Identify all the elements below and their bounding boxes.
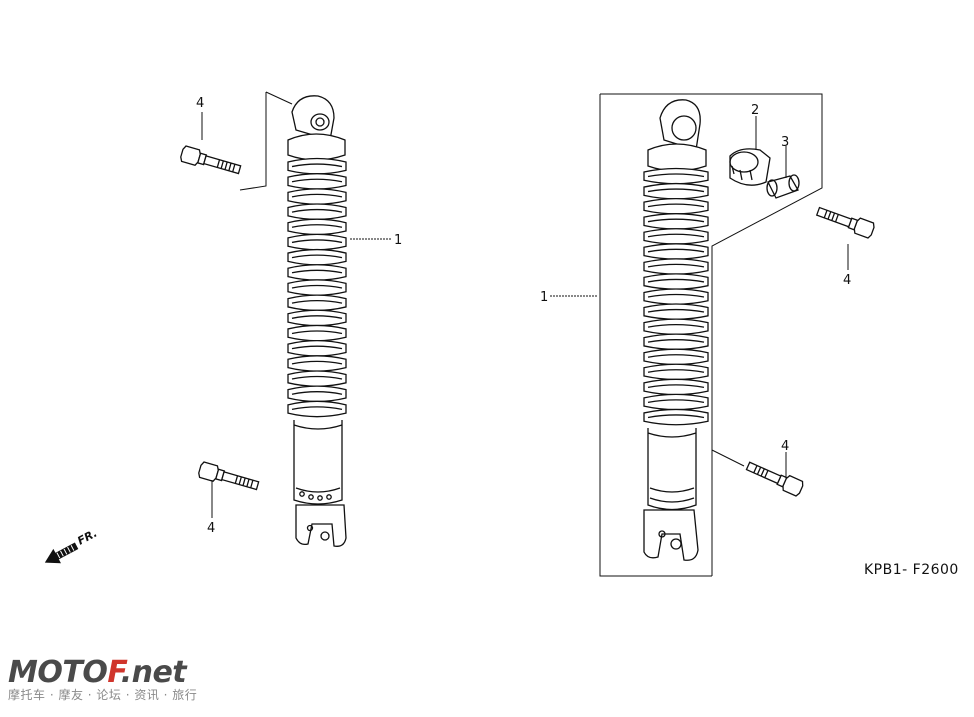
spring-coil-shade [292, 316, 342, 319]
spring-coil [644, 289, 708, 304]
motof-logo: MOTOF.net 摩托车 · 摩友 · 论坛 · 资讯 · 旅行 [8, 655, 197, 703]
spring-coil-shade [648, 385, 704, 388]
spring-coil [644, 169, 708, 184]
spring-coil [288, 325, 346, 340]
spring-coil-shade [648, 415, 704, 418]
spring-coil-shade [648, 310, 704, 313]
spring-coil [288, 159, 346, 174]
spring-coil [644, 394, 708, 409]
rubber-bushing [730, 149, 770, 185]
left-top-bolt [180, 145, 242, 177]
spring-coil [644, 229, 708, 244]
spring-coil-shade [648, 340, 704, 343]
spring-coil-shade [292, 301, 342, 304]
spring-coil [288, 219, 346, 234]
front-direction-arrow [43, 540, 80, 568]
spring-coil-shade [292, 285, 342, 288]
spring-coil [644, 409, 708, 424]
left-bottom-bolt [198, 461, 260, 493]
spring-coil [644, 319, 708, 334]
callout-bushing: 2 [751, 103, 759, 118]
spring-coil [288, 189, 346, 204]
left-spring [288, 159, 346, 417]
spring-coil-shade [648, 189, 704, 192]
spring-coil-shade [648, 370, 704, 373]
callout-right-bolt-top: 4 [843, 273, 851, 288]
spring-coil [288, 371, 346, 386]
spring-coil [288, 174, 346, 189]
callout-right-shock: 1 [540, 290, 548, 305]
spring-coil [288, 234, 346, 249]
logo-brand-moto: MOTO [8, 655, 108, 690]
spring-coil [288, 310, 346, 325]
callout-left-bolt-bottom: 4 [207, 521, 215, 536]
spring-coil [644, 364, 708, 379]
spring-coil-shade [648, 264, 704, 267]
spring-coil-shade [292, 270, 342, 273]
spring-coil-shade [292, 210, 342, 213]
spring-coil-shade [292, 331, 342, 334]
spring-coil-shade [292, 392, 342, 395]
spring-coil [644, 214, 708, 229]
spring-coil-shade [648, 325, 704, 328]
callout-left-bolt-top: 4 [196, 96, 204, 111]
spring-coil [288, 295, 346, 310]
spring-coil [288, 250, 346, 265]
right-shock-absorber [644, 100, 708, 560]
spring-coil [288, 401, 346, 416]
spring-coil-shade [648, 249, 704, 252]
spring-coil-shade [648, 279, 704, 282]
spring-coil [644, 304, 708, 319]
spring-coil-shade [292, 407, 342, 410]
spring-coil-shade [292, 194, 342, 197]
logo-brand-f: F [107, 655, 121, 690]
right-spring [644, 169, 708, 425]
spring-coil-shade [648, 294, 704, 297]
spring-coil-shade [648, 174, 704, 177]
spring-coil-shade [292, 225, 342, 228]
spring-coil-shade [648, 355, 704, 358]
spring-coil-shade [648, 219, 704, 222]
spring-coil-shade [648, 204, 704, 207]
spring-coil-shade [292, 346, 342, 349]
spring-coil-shade [292, 361, 342, 364]
spring-coil-shade [292, 179, 342, 182]
spring-coil [288, 204, 346, 219]
spring-coil [288, 356, 346, 371]
spring-coil-shade [648, 400, 704, 403]
right-bottom-bolt [745, 459, 804, 497]
spring-coil-shade [292, 377, 342, 380]
figure-code: KPB1- F2600 [864, 562, 959, 578]
spring-coil [288, 265, 346, 280]
spring-coil-shade [292, 164, 342, 167]
spring-coil-shade [292, 255, 342, 258]
front-arrow-label: FR. [75, 527, 99, 548]
spring-coil [644, 259, 708, 274]
callout-collar: 3 [781, 135, 789, 150]
logo-tagline: 摩托车 · 摩友 · 论坛 · 资讯 · 旅行 [8, 688, 198, 702]
spring-coil [288, 386, 346, 401]
spring-coil [644, 274, 708, 289]
callout-right-bolt-bottom: 4 [781, 439, 789, 454]
left-shock-absorber [288, 96, 346, 547]
right-top-bolt [815, 204, 875, 239]
spring-coil-shade [292, 240, 342, 243]
spring-coil [644, 184, 708, 199]
spring-coil [288, 341, 346, 356]
logo-brand-net: .net [120, 655, 187, 690]
spring-coil [644, 379, 708, 394]
callout-left-shock: 1 [394, 233, 402, 248]
spring-coil [288, 280, 346, 295]
spring-coil [644, 349, 708, 364]
spring-coil [644, 334, 708, 349]
spring-coil [644, 199, 708, 214]
spring-coil [644, 244, 708, 259]
spring-coil-shade [648, 234, 704, 237]
collar [767, 175, 799, 198]
